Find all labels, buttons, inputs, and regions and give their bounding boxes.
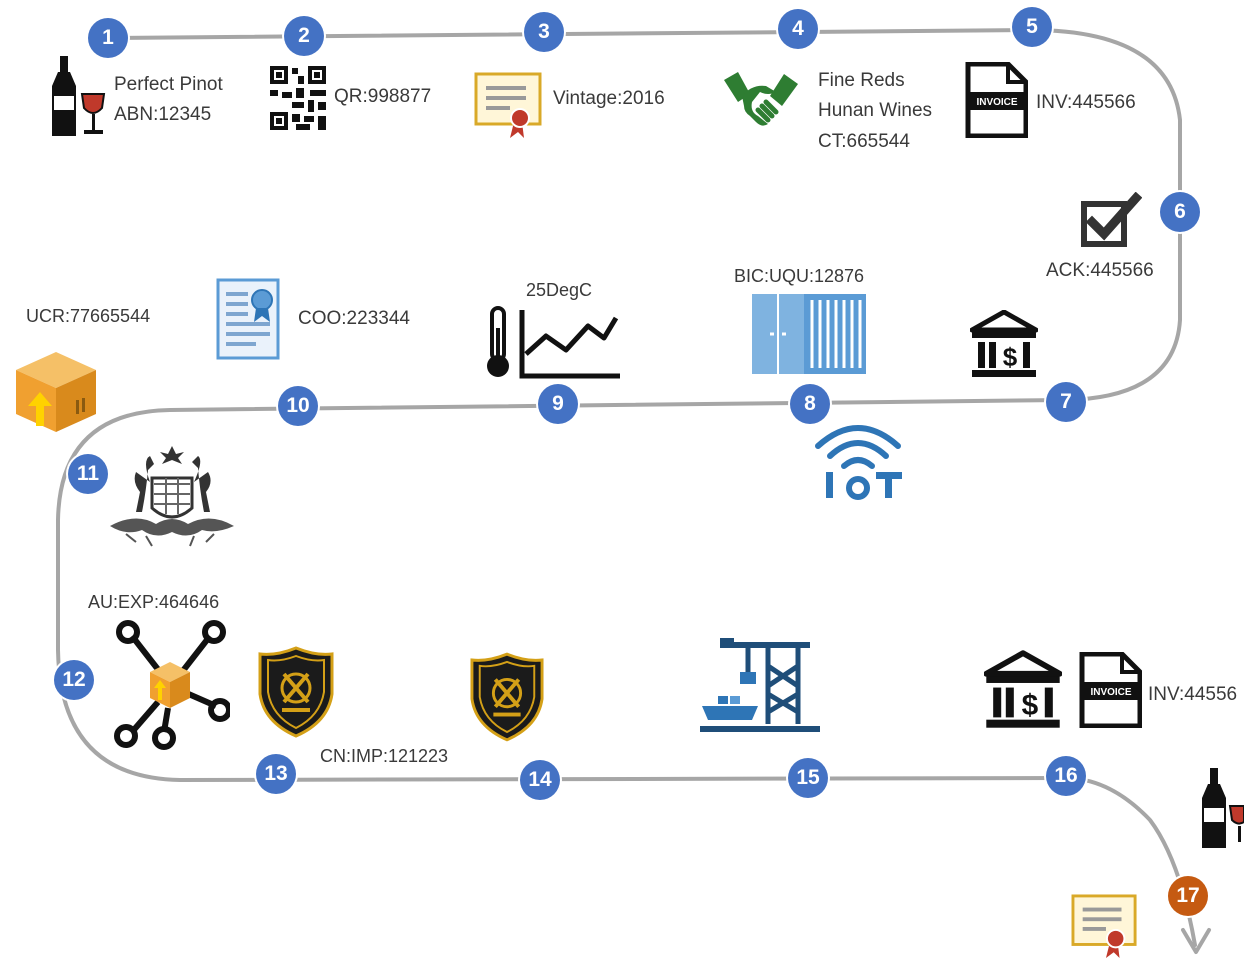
buyer-line1-label: Fine Reds — [818, 70, 905, 91]
step-node-8: 8 — [790, 384, 830, 424]
step-node-4: 4 — [778, 9, 818, 49]
step-node-12: 12 — [54, 660, 94, 700]
invoice-document-icon: INVOICE — [965, 62, 1028, 138]
invoice-label: INV:445566 — [1036, 92, 1136, 113]
svg-text:$: $ — [1022, 689, 1039, 722]
qr-code-icon — [270, 66, 326, 130]
step-node-15: 15 — [788, 758, 828, 798]
invoice-doc-text: INVOICE — [976, 97, 1017, 108]
handshake-icon — [724, 72, 798, 126]
buyer-line2-label: Hunan Wines — [818, 100, 933, 121]
product-name-label: Perfect Pinot — [114, 74, 223, 95]
wine-bottle-glass-icon — [1202, 768, 1244, 848]
bank-icon: $ — [970, 310, 1038, 377]
container-label: BIC:UQU:12876 — [734, 266, 865, 286]
qr-label: QR:998877 — [334, 86, 432, 107]
invoice-document-icon: INVOICE — [1079, 652, 1142, 728]
thermometer-chart-icon — [487, 306, 620, 379]
australian-coat-of-arms-icon — [110, 446, 234, 547]
certificate-icon — [474, 72, 542, 138]
port-crane-icon — [700, 638, 820, 732]
step-node-5: 5 — [1012, 7, 1052, 47]
shipping-container-icon — [752, 294, 866, 374]
step-node-13: 13 — [256, 754, 296, 794]
step-node-14: 14 — [520, 760, 560, 800]
invoice-doc-text: INVOICE — [1090, 687, 1131, 698]
route-arrow-head — [1181, 928, 1211, 954]
wine-bottle-glass-icon — [52, 56, 106, 136]
svg-text:$: $ — [1003, 342, 1018, 372]
origin-cert-label: COO:223344 — [298, 308, 410, 329]
network-box-icon — [114, 620, 230, 750]
step-node-6: 6 — [1160, 192, 1200, 232]
step-node-10: 10 — [278, 386, 318, 426]
checkbox-icon — [1081, 192, 1142, 247]
origin-certificate-icon — [216, 278, 280, 360]
step-node-11: 11 — [68, 454, 108, 494]
step-node-3: 3 — [524, 12, 564, 52]
step-node-17: 17 — [1168, 876, 1208, 916]
ucr-label: UCR:77665544 — [26, 306, 151, 326]
vintage-label: Vintage:2016 — [553, 88, 665, 109]
cardboard-box-icon — [16, 352, 96, 432]
export-label: AU:EXP:464646 — [88, 592, 220, 612]
invoice-2-label: INV:44556 — [1148, 684, 1238, 705]
step-node-1: 1 — [88, 18, 128, 58]
step-node-7: 7 — [1046, 382, 1086, 422]
import-label: CN:IMP:121223 — [320, 746, 449, 766]
step-node-2: 2 — [284, 16, 324, 56]
iot-signal-icon — [815, 425, 902, 500]
contract-label: CT:665544 — [818, 131, 910, 152]
route-path — [56, 27, 1197, 947]
temperature-label: 25DegC — [526, 280, 593, 300]
step-node-9: 9 — [538, 384, 578, 424]
bank-icon: $ — [984, 650, 1062, 728]
china-customs-badge-icon — [470, 652, 544, 742]
ack-label: ACK:445566 — [1046, 260, 1154, 281]
china-customs-badge-icon — [258, 646, 334, 738]
step-node-16: 16 — [1046, 756, 1086, 796]
certificate-icon — [1071, 894, 1137, 959]
abn-label: ABN:12345 — [114, 104, 212, 125]
